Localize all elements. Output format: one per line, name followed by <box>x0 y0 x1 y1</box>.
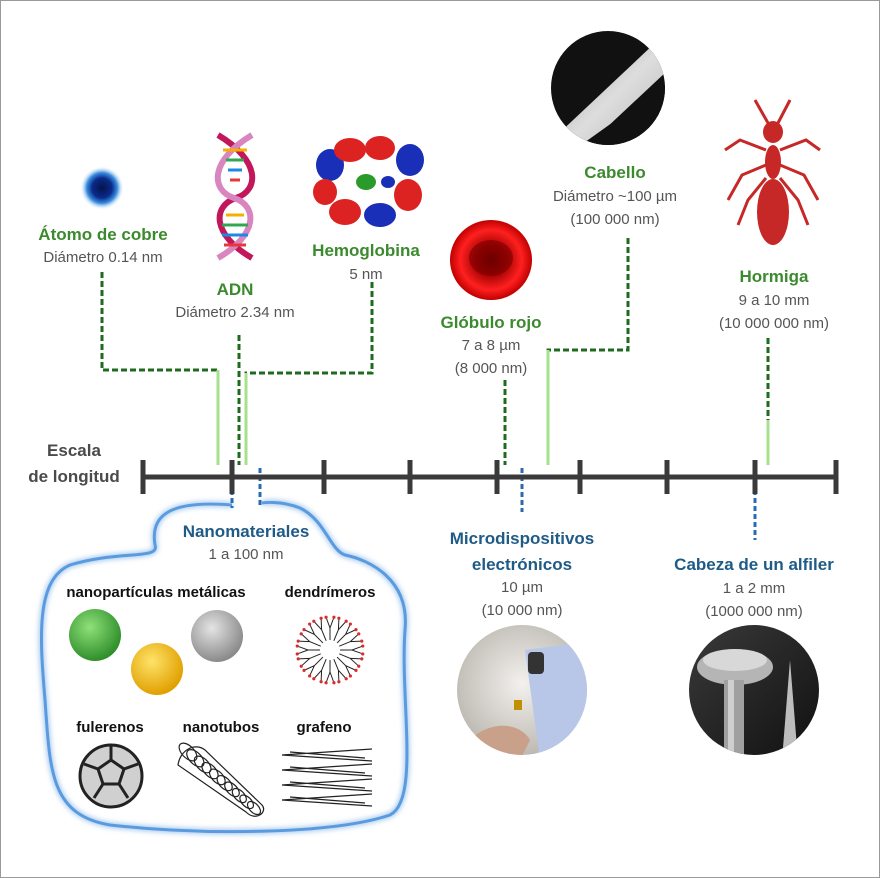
nanotube-icon <box>177 742 265 817</box>
dendrimers-label: dendrímeros <box>284 584 376 601</box>
gray-nanoparticle-icon <box>191 610 243 662</box>
hormiga-size-nm: (10 000 000 nm) <box>718 315 830 332</box>
globulo-size: 7 a 8 µm <box>461 337 521 354</box>
scale-label-line1: Escala <box>47 441 101 460</box>
yellow-nanoparticle-icon <box>131 643 183 695</box>
alfiler-size: 1 a 2 mm <box>722 580 786 597</box>
graphene-icon <box>281 748 373 807</box>
micro-size-nm: (10 000 nm) <box>481 602 563 619</box>
graphene-label: grafeno <box>296 719 352 736</box>
atomo-size: Diámetro 0.14 nm <box>43 249 163 266</box>
globulo-name: Glóbulo rojo <box>440 313 542 332</box>
alfiler-name: Cabeza de un alfiler <box>674 555 834 574</box>
atomo-name: Átomo de cobre <box>38 225 168 244</box>
micro-name-line2: electrónicos <box>471 555 573 574</box>
hemo-size: 5 nm <box>349 266 383 283</box>
pin-head-photo <box>689 625 819 755</box>
dendrimer-icon <box>295 615 365 685</box>
microdevice-photo <box>457 625 587 755</box>
nano-name: Nanomateriales <box>182 522 310 541</box>
nanotubes-label: nanotubos <box>182 719 260 736</box>
micro-size: 10 µm <box>501 579 543 596</box>
nano-size: 1 a 100 nm <box>208 546 284 563</box>
hemo-name: Hemoglobina <box>312 241 420 260</box>
hemoglobin-protein-icon <box>313 136 424 227</box>
cabello-size-nm: (100 000 nm) <box>570 211 660 228</box>
leader-lines <box>100 238 770 465</box>
adn-name: ADN <box>216 280 254 299</box>
cabello-size: Diámetro ~100 µm <box>552 188 678 205</box>
nanomaterials-outline <box>40 500 409 834</box>
metal-nanoparticles-label: nanopartículas metálicas <box>66 584 246 601</box>
green-nanoparticle-icon <box>69 609 121 661</box>
red-blood-cell-icon <box>450 220 532 300</box>
scale-label-line2: de longitud <box>28 467 120 486</box>
length-axis <box>140 460 839 494</box>
ant-icon <box>724 99 821 245</box>
copper-atom-icon <box>80 166 124 210</box>
fullerene-icon <box>78 743 144 809</box>
globulo-size-nm: (8 000 nm) <box>454 360 528 377</box>
fullerenes-label: fulerenos <box>76 719 144 736</box>
hormiga-name: Hormiga <box>739 267 809 286</box>
adn-size: Diámetro 2.34 nm <box>175 304 295 321</box>
dna-helix-icon <box>214 132 256 261</box>
cabello-name: Cabello <box>584 163 646 182</box>
micro-name-line1: Microdispositivos <box>449 529 595 548</box>
hormiga-size: 9 a 10 mm <box>738 292 810 309</box>
alfiler-size-nm: (1000 000 nm) <box>705 603 803 620</box>
